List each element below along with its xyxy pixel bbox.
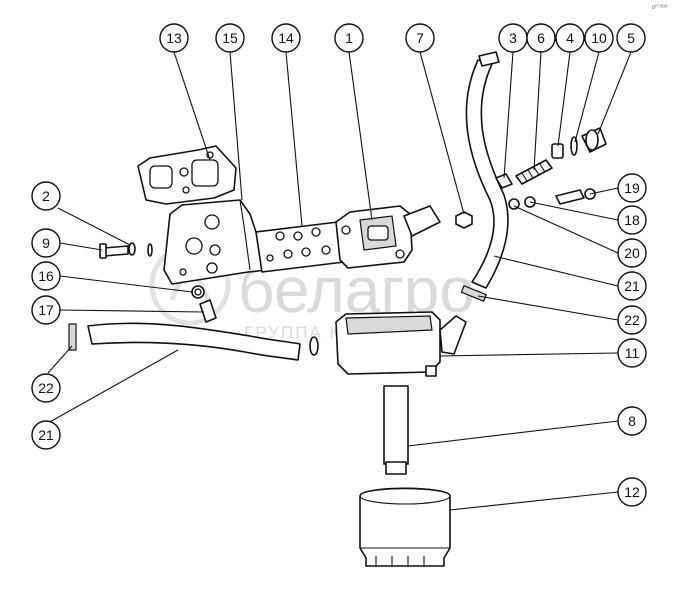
leader-6 xyxy=(533,51,542,171)
callout-9: 9 xyxy=(31,228,61,258)
leader-1 xyxy=(348,51,373,221)
svg-text:11: 11 xyxy=(625,345,640,361)
leader-14 xyxy=(285,51,303,227)
part-13-gasket xyxy=(137,145,237,205)
leader-10 xyxy=(574,51,600,143)
callout-14: 14 xyxy=(271,23,301,53)
callout-11: 11 xyxy=(617,338,647,368)
part-3-square-nut xyxy=(495,173,513,189)
part-11-filter-head xyxy=(335,311,467,377)
callout-12: 12 xyxy=(617,477,647,507)
leader-8 xyxy=(407,420,619,447)
part-ring-small xyxy=(147,243,153,257)
svg-text:21: 21 xyxy=(624,278,640,294)
leader-12 xyxy=(449,491,619,511)
part-22-upper-nipple xyxy=(460,284,488,302)
callout-10: 10 xyxy=(584,23,614,53)
svg-text:1: 1 xyxy=(345,30,353,46)
callout-6: 6 xyxy=(526,23,556,53)
part-6-spring xyxy=(515,159,553,185)
leader-19 xyxy=(589,187,619,195)
part-7-nut xyxy=(455,211,473,229)
svg-text:3: 3 xyxy=(509,30,517,46)
callout-3: 3 xyxy=(498,23,528,53)
leader-18 xyxy=(529,201,619,221)
corner-mark: ᴅᴾ ᴿᴰᴰ xyxy=(652,4,668,11)
svg-text:13: 13 xyxy=(166,30,182,46)
callout-21-lower: 21 xyxy=(31,420,61,450)
callout-16: 16 xyxy=(31,261,61,291)
callout-18: 18 xyxy=(617,205,647,235)
leader-5 xyxy=(597,51,632,135)
part-5-cap xyxy=(581,127,607,153)
part-19-bolt xyxy=(555,188,596,205)
callout-2: 2 xyxy=(31,181,61,211)
svg-text:22: 22 xyxy=(624,312,640,328)
svg-text:9: 9 xyxy=(42,235,50,251)
part-16-seal xyxy=(191,285,205,299)
svg-text:8: 8 xyxy=(628,413,636,429)
svg-text:22: 22 xyxy=(38,380,54,396)
svg-text:21: 21 xyxy=(38,427,54,443)
svg-text:14: 14 xyxy=(278,30,294,46)
leader-22a xyxy=(477,295,619,321)
svg-text:12: 12 xyxy=(624,484,640,500)
leader-21a xyxy=(493,255,619,287)
part-9-bolt xyxy=(99,243,129,259)
callout-4: 4 xyxy=(555,23,585,53)
part-1-valve-block xyxy=(335,205,441,269)
part-2-washer xyxy=(128,242,136,256)
part-20-ring xyxy=(508,198,520,210)
part-21-upper-hose xyxy=(465,51,509,289)
svg-text:4: 4 xyxy=(566,30,574,46)
leader-2 xyxy=(57,207,131,246)
svg-text:6: 6 xyxy=(537,30,545,46)
callout-20: 20 xyxy=(617,238,647,268)
callout-1: 1 xyxy=(334,23,364,53)
callout-19: 19 xyxy=(617,173,647,203)
svg-text:17: 17 xyxy=(38,302,54,318)
callout-17: 17 xyxy=(31,295,61,325)
part-8-tube xyxy=(383,385,409,475)
svg-text:7: 7 xyxy=(416,30,424,46)
callout-13: 13 xyxy=(159,23,189,53)
callout-22-lower: 22 xyxy=(31,373,61,403)
callout-7: 7 xyxy=(405,23,435,53)
svg-text:15: 15 xyxy=(222,30,238,46)
part-22-lower-nipple xyxy=(68,323,77,351)
leader-15 xyxy=(229,51,243,201)
leader-21b xyxy=(47,349,179,424)
part-21-lower-hose xyxy=(87,322,319,361)
leader-9 xyxy=(59,242,103,251)
leader-7 xyxy=(419,51,465,215)
leader-20 xyxy=(513,205,619,254)
callout-15: 15 xyxy=(215,23,245,53)
part-4-plunger xyxy=(551,143,564,159)
part-17-plug xyxy=(199,299,217,323)
leader-3 xyxy=(503,51,514,179)
svg-text:2: 2 xyxy=(42,188,50,204)
callout-8: 8 xyxy=(617,406,647,436)
callout-22-upper: 22 xyxy=(617,305,647,335)
svg-text:19: 19 xyxy=(624,180,640,196)
leader-16 xyxy=(59,275,193,293)
leader-4 xyxy=(557,51,571,147)
svg-text:18: 18 xyxy=(624,212,640,228)
callout-21-upper: 21 xyxy=(617,271,647,301)
svg-text:20: 20 xyxy=(624,245,640,261)
leader-22b xyxy=(47,345,73,374)
leader-13 xyxy=(173,51,211,161)
svg-text:10: 10 xyxy=(591,30,607,46)
leader-11 xyxy=(439,352,619,357)
part-12-filter xyxy=(359,487,451,567)
svg-text:16: 16 xyxy=(38,268,54,284)
leader-17 xyxy=(59,309,205,313)
callout-5: 5 xyxy=(616,23,646,53)
svg-text:5: 5 xyxy=(627,30,635,46)
